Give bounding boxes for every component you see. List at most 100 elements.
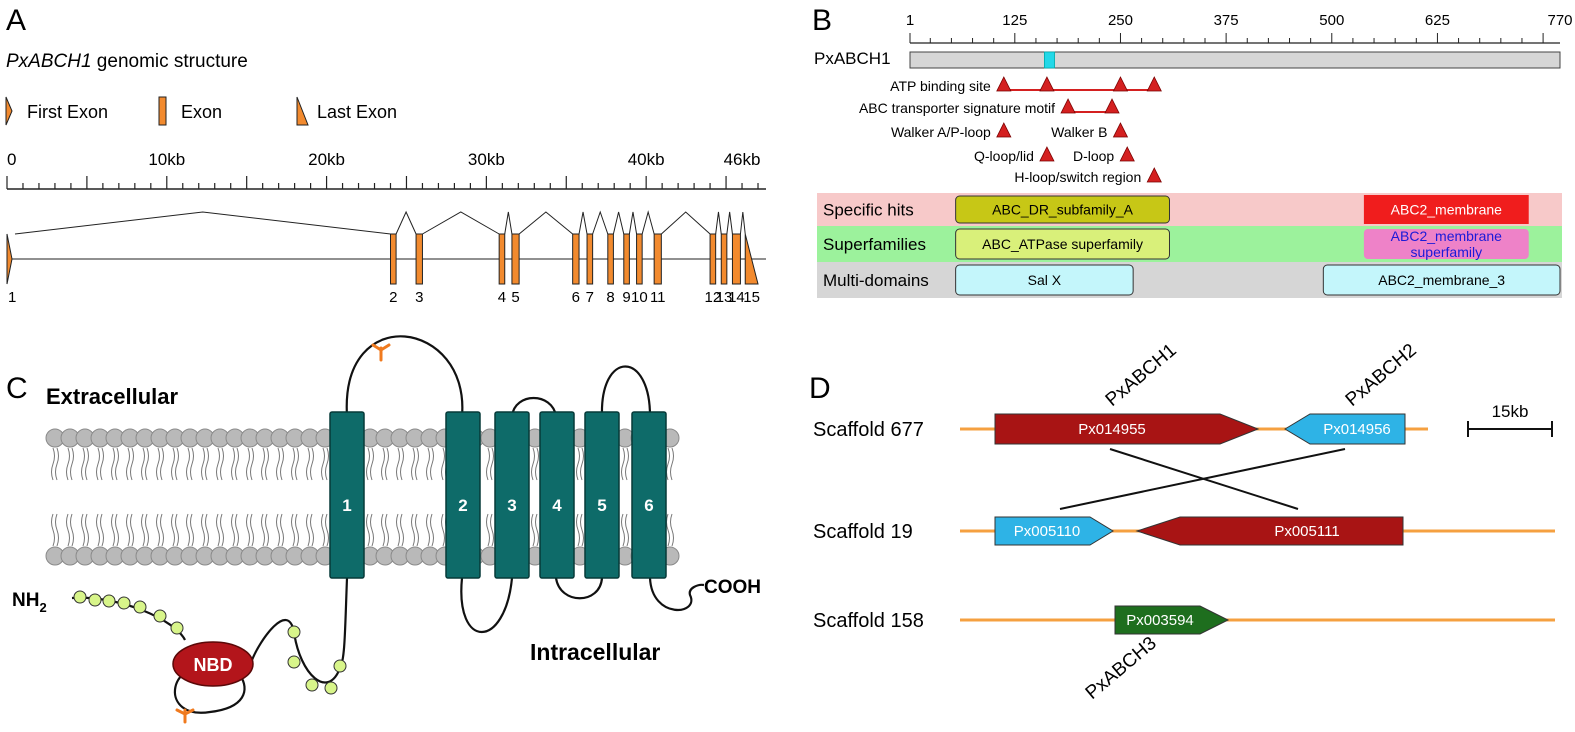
splice-connector — [592, 210, 609, 235]
scale-label: 0 — [7, 150, 16, 169]
lipid-tail — [531, 447, 539, 481]
nh2-label: NH2 — [12, 590, 47, 615]
exon — [572, 233, 580, 285]
scaffold-name: Scaffold 158 — [813, 610, 924, 632]
panel-a-letter: A — [6, 4, 26, 37]
feature-site-icon — [1146, 167, 1162, 183]
exon-number: 10 — [631, 289, 648, 306]
residue-bead — [88, 593, 102, 607]
feature-label: Q-loop/lid — [974, 148, 1034, 164]
lipid-tail — [66, 513, 74, 547]
lipid-tail — [66, 447, 74, 481]
domain-label: Sal X — [1028, 272, 1062, 288]
domain-label: ABC_ATPase superfamily — [982, 236, 1143, 252]
last-exon-icon — [296, 96, 309, 126]
exon-number: 9 — [622, 289, 630, 306]
lipid-tail — [231, 447, 239, 481]
lipid-tail — [126, 447, 134, 481]
genomic-scale-ticks — [6, 176, 759, 189]
exon-number: 6 — [572, 289, 580, 306]
lipid-tail — [171, 513, 179, 547]
splice-connector — [661, 211, 711, 235]
helix — [631, 411, 667, 579]
lipid-tail — [261, 447, 269, 481]
lipid-tail — [51, 447, 59, 481]
gene-name-abch2: PxABCH2 — [1342, 340, 1421, 411]
ruler-label: 625 — [1425, 12, 1450, 29]
feature-label: H-loop/switch region — [1014, 169, 1141, 185]
residue-bead — [324, 681, 338, 695]
legend-first-exon: First Exon — [27, 102, 108, 122]
feature-site-icon — [1039, 76, 1055, 92]
gene-px014956 — [1284, 413, 1406, 445]
domain-label: superfamily — [1411, 244, 1483, 260]
residue-bead — [287, 625, 301, 639]
glycosylation-site-bottom-icon — [175, 708, 195, 724]
lipid-tail — [666, 513, 674, 547]
lipid-tail — [576, 447, 584, 481]
ruler-label: 500 — [1319, 12, 1344, 29]
synteny-line-abch2 — [1059, 448, 1346, 510]
first-exon-icon — [5, 96, 13, 126]
splice-connector — [518, 211, 573, 235]
lipid-tail — [96, 513, 104, 547]
helix-number: 3 — [507, 496, 516, 515]
lipid-tail — [141, 513, 149, 547]
splice-connector — [395, 210, 417, 235]
lipid-tail — [306, 513, 314, 547]
lipid-tail — [426, 513, 434, 547]
legend-exon: Exon — [181, 102, 222, 122]
lipid-tail — [126, 513, 134, 547]
gene-label: Px005111 — [1274, 523, 1339, 540]
helix-number: 2 — [458, 496, 467, 515]
panel-b-letter: B — [812, 4, 832, 37]
lipid-tail — [156, 513, 164, 547]
gene-label: Px014955 — [1078, 421, 1146, 438]
gene-name-abch3: PxABCH3 — [1082, 633, 1161, 704]
lipid-tail — [96, 447, 104, 481]
feature-label: Walker B — [1051, 124, 1107, 140]
residue-bead — [102, 594, 116, 608]
exon-number: 5 — [511, 289, 519, 306]
exon — [623, 233, 630, 285]
exon-number: 8 — [606, 289, 614, 306]
feature-site-icon — [996, 122, 1012, 138]
nbd-domain — [172, 641, 254, 687]
exon — [586, 233, 594, 285]
splice-lines — [14, 210, 746, 235]
lipid-tail — [411, 447, 419, 481]
panel-a: A PxABCH1 genomic structure First Exon E… — [5, 4, 766, 306]
scale-label: 40kb — [628, 150, 665, 169]
lipid-tail — [621, 513, 629, 547]
splice-connector — [578, 211, 588, 235]
lipid-tail — [246, 513, 254, 547]
feature-label: Walker A/P-loop — [891, 124, 991, 140]
lipid-tail — [486, 447, 494, 481]
domain-box — [955, 264, 1134, 296]
exon-number: 1 — [8, 289, 16, 306]
gene-label: Px005110 — [1014, 523, 1080, 540]
residue-bead — [287, 655, 301, 669]
lipid-tail — [276, 447, 284, 481]
protein-highlight-region — [1043, 51, 1055, 69]
scale-bar — [1467, 421, 1553, 437]
cooh-label: COOH — [704, 577, 761, 598]
splice-connector — [612, 211, 625, 235]
helix — [539, 411, 575, 579]
domain-box — [955, 228, 1170, 260]
lipid-tail — [621, 447, 629, 481]
domain-label: ABC2_membrane — [1391, 202, 1502, 218]
exon-number: 15 — [743, 289, 760, 306]
feature-site-icon — [1112, 76, 1129, 92]
lipid-tail — [381, 513, 389, 547]
lipid-tail — [246, 447, 254, 481]
lipid-tail — [51, 513, 59, 547]
last-exon — [744, 233, 759, 285]
protein-bar — [909, 51, 1561, 69]
lipid-tail — [576, 513, 584, 547]
